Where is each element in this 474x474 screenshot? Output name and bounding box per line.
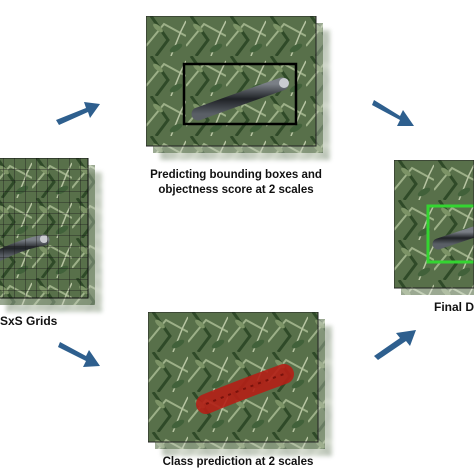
class-caption: Class prediction at 2 scales bbox=[162, 456, 314, 468]
final-caption: Final D bbox=[434, 300, 474, 314]
class-panel bbox=[148, 312, 338, 462]
grid-image bbox=[0, 158, 89, 299]
arrow-icon bbox=[372, 96, 416, 135]
grid-panel bbox=[0, 158, 112, 318]
bbox-panel bbox=[146, 16, 336, 166]
class-mask bbox=[196, 364, 294, 414]
final-panel bbox=[394, 160, 474, 295]
caterpillar-icon bbox=[432, 226, 474, 250]
bbox-caption-line2: objectness score at 2 scales bbox=[158, 184, 314, 196]
class-image bbox=[148, 312, 319, 443]
arrow-icon bbox=[58, 340, 102, 377]
bounding-box bbox=[182, 62, 298, 126]
final-image bbox=[394, 160, 474, 289]
bbox-caption-line1: Predicting bounding boxes and bbox=[150, 169, 322, 181]
final-detection-box bbox=[426, 204, 474, 264]
grids-caption: SxS Grids bbox=[0, 314, 58, 328]
arrow-icon bbox=[374, 326, 418, 365]
caterpillar-icon bbox=[191, 77, 289, 121]
arrow-icon bbox=[56, 98, 102, 133]
bbox-image bbox=[146, 16, 317, 147]
